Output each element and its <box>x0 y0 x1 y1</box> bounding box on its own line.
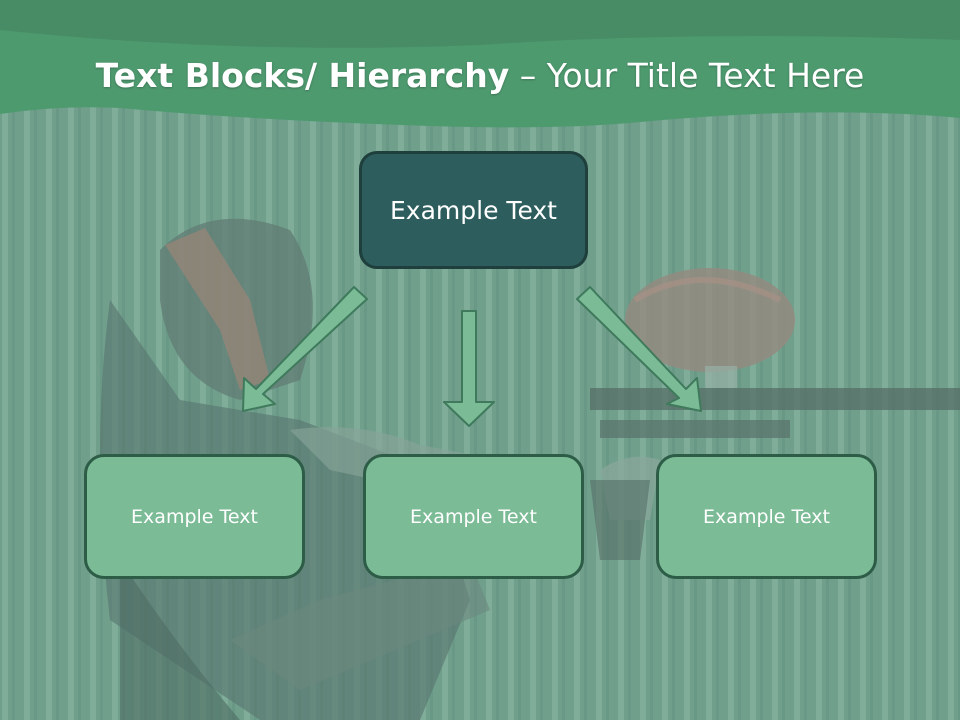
child-box-label: Example Text <box>410 505 537 528</box>
child-box-left[interactable]: Example Text <box>84 454 305 579</box>
child-box-label: Example Text <box>131 505 258 528</box>
top-box-label: Example Text <box>390 195 557 225</box>
child-box-label: Example Text <box>703 505 830 528</box>
title-rest-part: – Your Title Text Here <box>509 56 865 95</box>
slide-title: Text Blocks/ Hierarchy – Your Title Text… <box>0 54 960 98</box>
top-level-box[interactable]: Example Text <box>359 151 588 269</box>
child-box-center[interactable]: Example Text <box>363 454 584 579</box>
arrow-down-icon <box>443 310 495 427</box>
arrow-left-icon <box>242 286 368 412</box>
title-bold-part: Text Blocks/ Hierarchy <box>95 56 510 95</box>
child-box-right[interactable]: Example Text <box>656 454 877 579</box>
arrow-right-icon <box>576 286 702 412</box>
